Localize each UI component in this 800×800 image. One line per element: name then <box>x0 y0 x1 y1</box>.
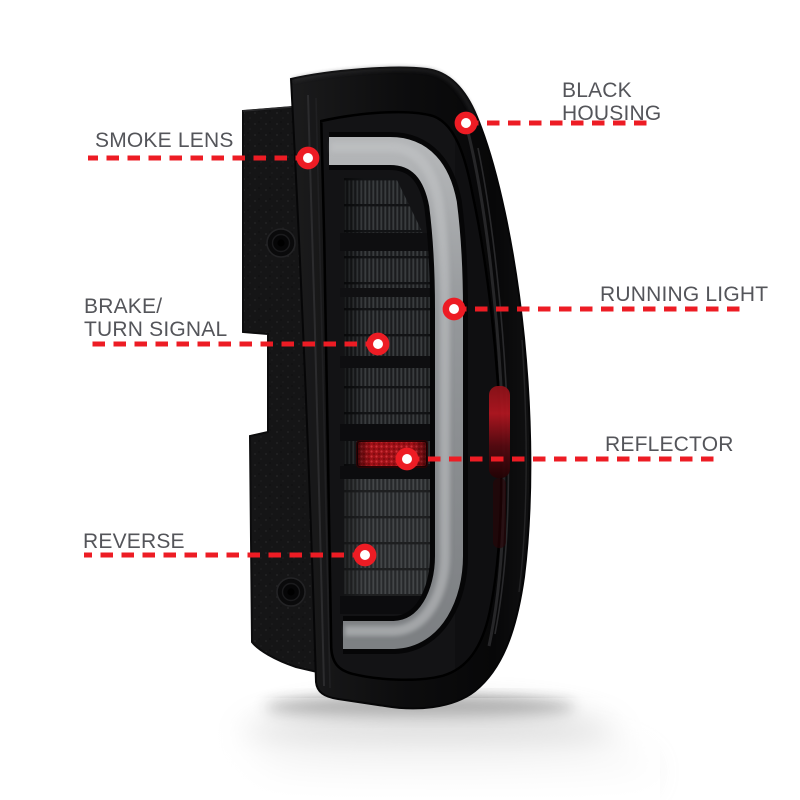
side-marker-reflector <box>489 386 510 478</box>
callout-text: HOUSING <box>562 102 662 125</box>
callout-dot-reflector <box>395 447 419 471</box>
callout-label-brake-turn-signal: BRAKE/ TURN SIGNAL <box>84 295 227 341</box>
side-marker-reflector-tail <box>493 478 506 548</box>
callout-dot-smoke-lens <box>296 146 320 170</box>
reverse-lens-section <box>344 479 443 596</box>
callout-text: REFLECTOR <box>605 433 734 456</box>
floor-reflection <box>180 697 660 800</box>
callout-dot-reverse <box>353 543 377 567</box>
leader-lines <box>84 120 746 558</box>
lens-divider <box>340 424 444 441</box>
screw-boss-bottom <box>276 577 306 607</box>
callout-text: SMOKE LENS <box>95 129 234 152</box>
callout-label-reflector: REFLECTOR <box>605 433 734 456</box>
led-light-bar <box>329 132 468 654</box>
screw-boss-top <box>266 228 296 258</box>
callout-text: TURN SIGNAL <box>84 318 228 341</box>
callout-dot-black-housing <box>454 111 478 135</box>
lens-divider <box>340 288 444 297</box>
callout-text: BLACK <box>562 79 632 102</box>
callout-dot-brake-turn-signal <box>366 332 390 356</box>
callout-text: RUNNING LIGHT <box>600 283 769 306</box>
callout-label-black-housing: BLACK HOUSING <box>562 79 661 125</box>
callout-label-smoke-lens: SMOKE LENS <box>95 129 234 152</box>
callout-dots <box>296 111 478 567</box>
callout-label-reverse: REVERSE <box>83 530 185 553</box>
callout-text: BRAKE/ <box>84 295 163 318</box>
callout-label-running-light: RUNNING LIGHT <box>600 283 768 306</box>
lens-divider <box>340 233 444 251</box>
lens-divider <box>340 356 444 368</box>
lens-divider <box>340 466 444 479</box>
callout-text: REVERSE <box>83 530 185 553</box>
callout-dot-running-light <box>442 297 466 321</box>
